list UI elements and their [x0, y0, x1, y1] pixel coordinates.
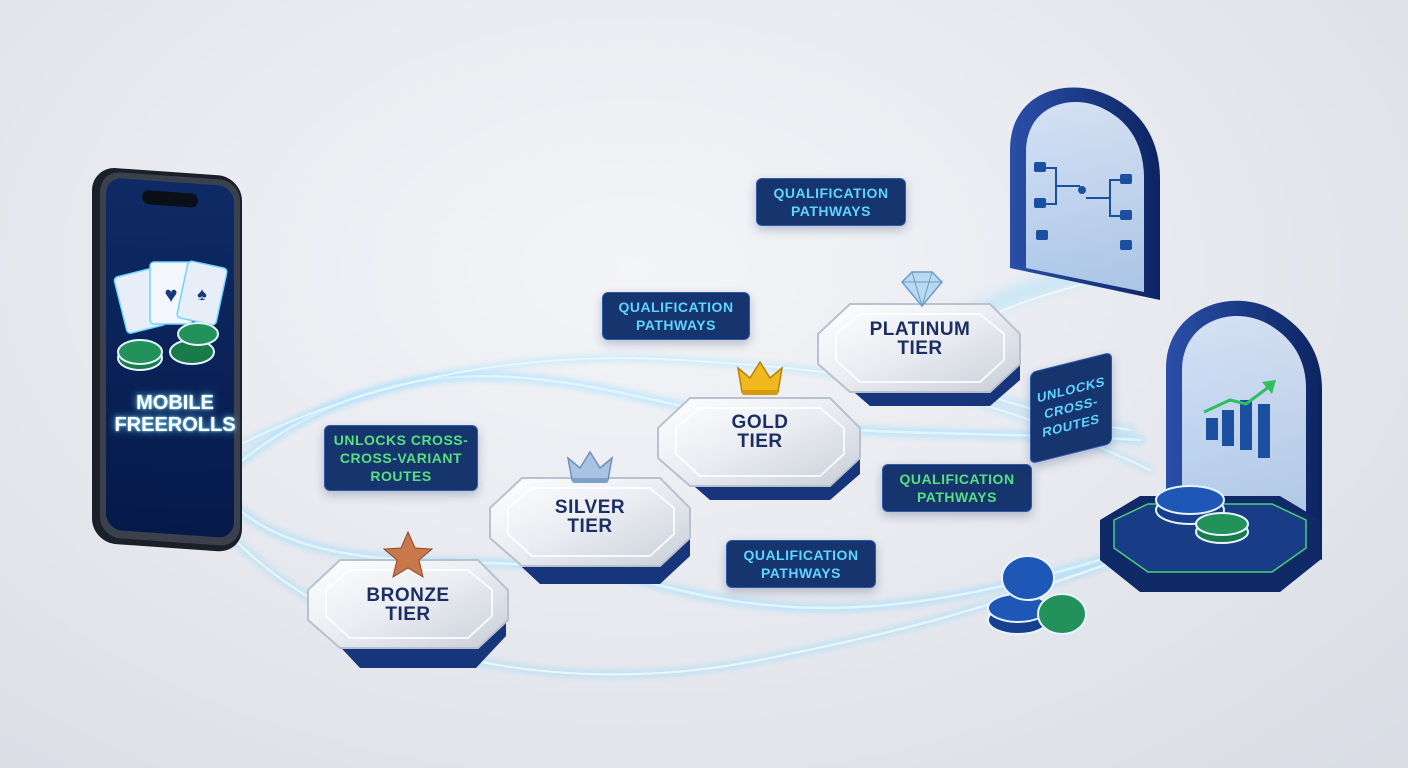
poker-chips-icon: [117, 322, 219, 371]
phone-title-line1: MOBILE: [136, 392, 214, 414]
bronze-platform: [307, 559, 509, 668]
chip-stack-floor: [987, 555, 1087, 635]
playing-cards-icon: ♥ ♠: [113, 260, 228, 334]
phone: ♥ ♠: [92, 168, 242, 552]
tag-qualification-top: QUALIFICATION PATHWAYS: [756, 178, 906, 226]
tag-qualification-mid: QUALIFICATION PATHWAYS: [602, 292, 750, 340]
diamond-icon: [900, 271, 944, 308]
phone-title: MOBILE FREEROLLS: [100, 392, 250, 436]
svg-text:♠: ♠: [197, 284, 207, 304]
gold-platform: [657, 397, 861, 500]
tag-unlocks-left: UNLOCKS CROSS- CROSS-VARIANT ROUTES: [324, 425, 478, 491]
right-portal: [1100, 300, 1322, 592]
tier-platforms: [307, 303, 1021, 668]
platinum-tier-label: PLATINUM TIER: [869, 319, 971, 359]
silver-platform: [489, 477, 691, 584]
upper-portal: [1010, 87, 1160, 300]
gold-tier-label: GOLD TIER: [731, 412, 789, 452]
phone-title-line2: FREEROLLS: [114, 414, 236, 436]
tag-qualification-right: QUALIFICATION PATHWAYS: [882, 464, 1032, 512]
tag-qualification-bottom: QUALIFICATION PATHWAYS: [726, 540, 876, 588]
svg-text:♥: ♥: [164, 282, 177, 307]
chip-stack-right: [1155, 485, 1249, 544]
silver-crown-icon: [566, 450, 614, 483]
growth-chart-icon: [1206, 400, 1270, 458]
silver-tier-label: SILVER TIER: [554, 497, 626, 537]
bronze-tier-label: BRONZE TIER: [366, 585, 450, 625]
platinum-platform: [817, 303, 1021, 406]
gold-crown-icon: [736, 360, 784, 395]
star-icon: [382, 530, 434, 579]
